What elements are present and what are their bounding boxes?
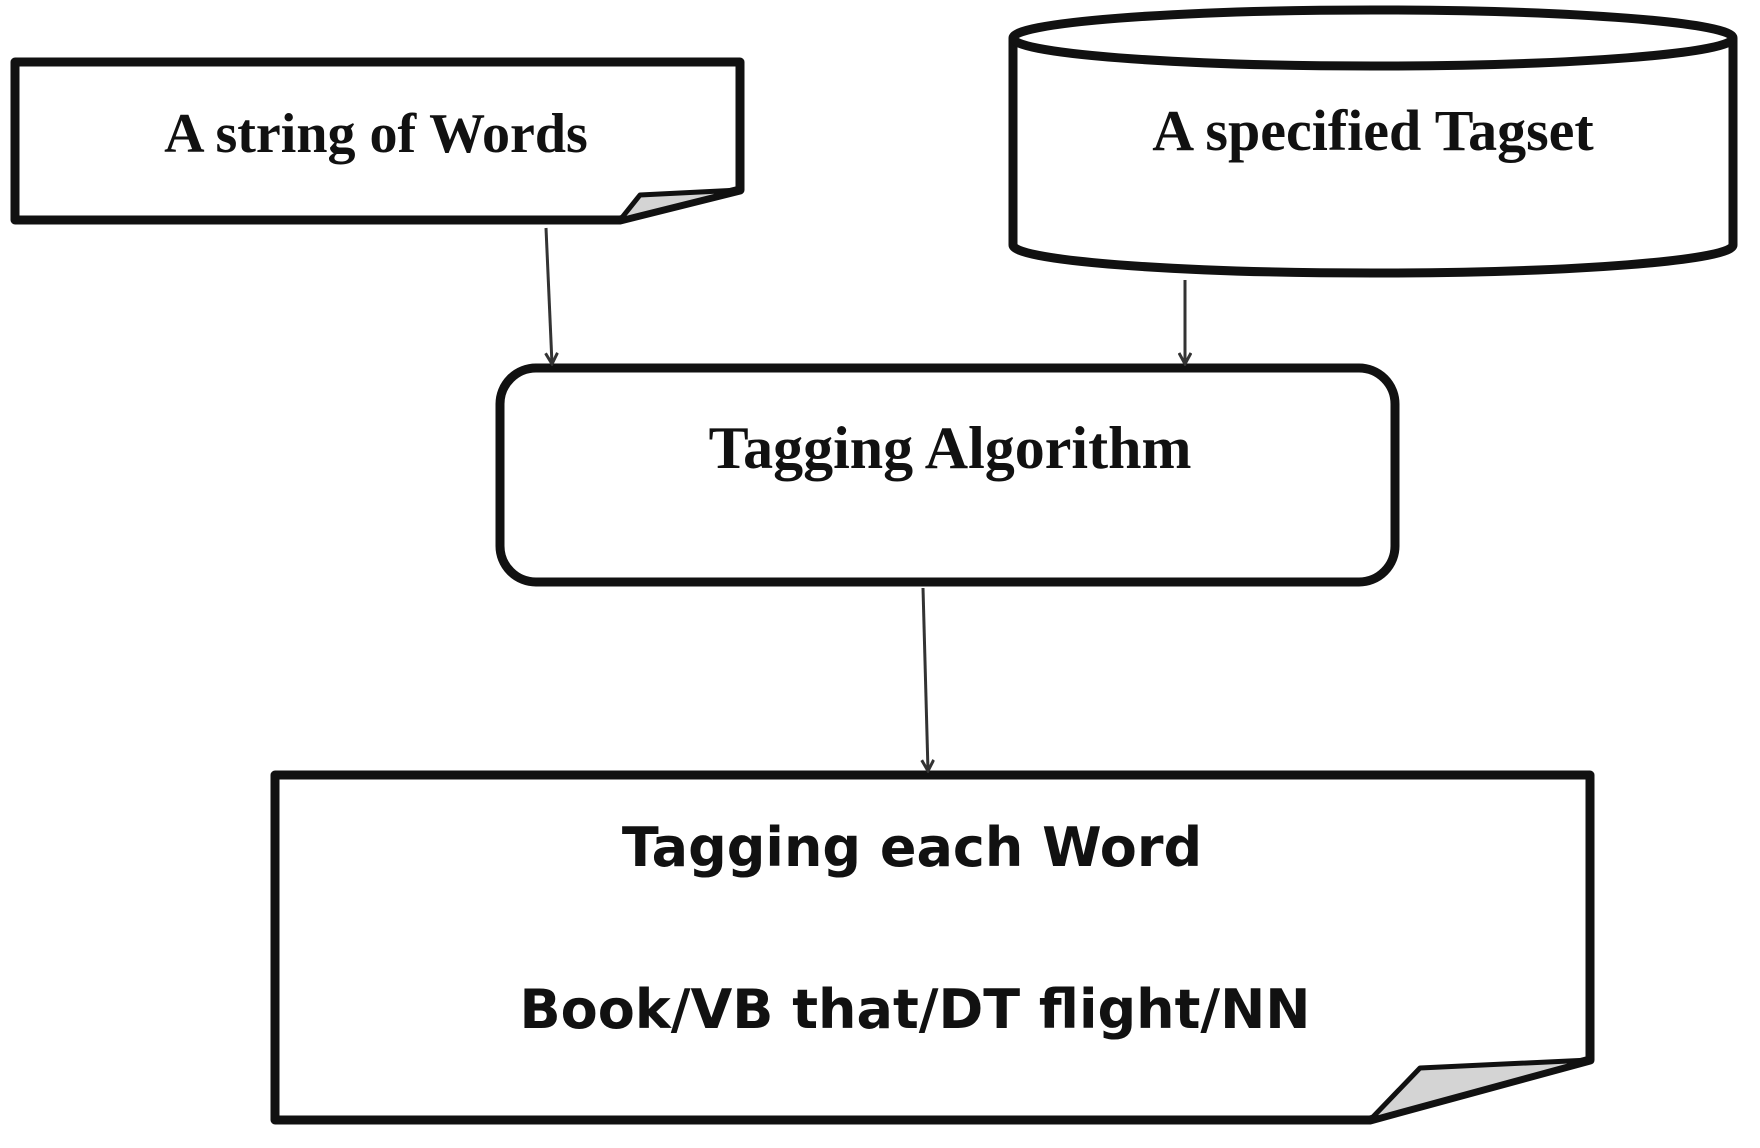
output-label: Tagging each Word [622,816,1202,879]
tagset-node: A specified Tagset [1008,5,1738,278]
output-node: Tagging each Word Book/VB that/DT flight… [270,770,1595,1125]
output-fold [1367,1057,1593,1123]
edge-input-to-algorithm [546,227,552,364]
input-words-label: A string of Words [164,103,588,165]
output-example: Book/VB that/DT flight/NN [520,978,1311,1041]
algorithm-node: Tagging Algorithm [495,363,1400,587]
input-words-node: A string of Words [10,57,745,225]
edge-algorithm-to-output [923,587,928,771]
algorithm-label: Tagging Algorithm [709,415,1192,481]
input-words-fold [617,187,743,223]
tagset-label: A specified Tagset [1152,98,1594,163]
